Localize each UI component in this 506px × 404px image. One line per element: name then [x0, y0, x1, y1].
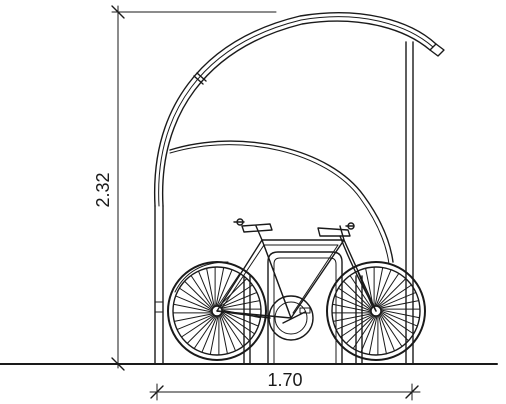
height-dimension-label: 2.32 — [93, 172, 113, 207]
front-spoke — [332, 303, 372, 313]
front-spoke — [378, 284, 413, 308]
front-spoke — [379, 314, 396, 352]
front-spoke — [335, 314, 373, 331]
rear-spoke — [221, 310, 259, 327]
rear-spoke — [190, 274, 214, 309]
front-spoke — [376, 272, 400, 307]
roof-end-cap — [429, 43, 445, 57]
crank-arm — [282, 311, 306, 324]
rear-spoke — [215, 267, 225, 307]
bicycle — [167, 218, 426, 361]
front-spoke — [339, 314, 374, 338]
front-spoke — [368, 315, 378, 355]
front-spoke — [380, 309, 420, 319]
front-spoke — [349, 274, 373, 309]
front-spoke — [380, 312, 409, 342]
height-dimension: 2.32 — [93, 5, 277, 371]
rear-spoke — [197, 270, 214, 308]
width-dimension: 1.70 — [149, 370, 421, 401]
front-spoke — [345, 315, 375, 344]
rear-spoke — [220, 291, 258, 308]
rear-spoke — [219, 314, 228, 355]
left-post-joint — [154, 301, 164, 313]
rear-spoke — [206, 267, 215, 308]
front-spoke — [379, 313, 403, 348]
front-fork — [339, 235, 377, 312]
bike-frame-inner — [221, 244, 339, 314]
front-spoke — [380, 311, 415, 335]
front-tire-outer — [326, 261, 426, 361]
roof-joint-mark — [193, 75, 204, 85]
roof-arc-inner — [161, 20, 431, 207]
front-bell — [347, 222, 355, 230]
rear-spoke — [221, 311, 256, 335]
rear-tire-inner — [172, 266, 262, 356]
saddle — [241, 223, 273, 233]
rear-spoke — [186, 315, 216, 344]
height-tick-bottom — [111, 357, 125, 371]
rear-mudguard — [174, 261, 229, 293]
front-spoke — [332, 313, 373, 322]
front-spoke — [379, 300, 420, 309]
rear-spoke — [220, 300, 261, 309]
front-spoke — [375, 269, 392, 307]
front-spoke — [374, 267, 384, 307]
rear-spoke — [209, 315, 219, 355]
width-dimension-label: 1.70 — [267, 370, 302, 390]
inner-support-arc-2 — [169, 144, 390, 265]
front-spoke — [343, 280, 372, 310]
height-tick-top — [111, 5, 125, 19]
front-spoke — [380, 310, 418, 327]
roof-arc-outer — [153, 12, 437, 207]
front-spoke — [360, 315, 377, 353]
roof-joint-mark-2 — [196, 72, 207, 82]
front-spoke — [379, 291, 417, 308]
rack-hoop-inner — [273, 257, 337, 365]
bell — [236, 218, 244, 226]
head-tube — [339, 225, 345, 241]
handlebar — [317, 227, 351, 237]
rear-spoke — [220, 314, 237, 352]
rear-spoke — [193, 315, 217, 350]
rear-spoke — [180, 314, 215, 338]
front-spokes — [331, 266, 421, 356]
rear-spoke — [217, 272, 241, 307]
rear-spoke — [201, 315, 218, 353]
front-wheel — [326, 261, 426, 361]
front-spoke — [334, 295, 372, 312]
chainring-inner — [274, 301, 308, 335]
width-tick-left — [150, 385, 164, 399]
rear-spoke — [220, 313, 244, 348]
rear-spoke — [173, 303, 213, 313]
front-tire-inner — [331, 266, 421, 356]
rear-spoke — [175, 295, 213, 312]
rear-spoke — [176, 314, 214, 331]
front-spoke — [377, 278, 407, 307]
rear-spoke — [184, 280, 213, 310]
rear-spoke — [178, 287, 213, 311]
rear-spoke — [221, 312, 250, 342]
shelter-frame — [153, 12, 445, 365]
pedal — [299, 307, 311, 314]
width-tick-right — [405, 385, 419, 399]
rear-tire-outer — [167, 261, 267, 361]
seatpost — [255, 225, 263, 241]
rear-spoke — [173, 313, 214, 322]
front-spoke — [378, 314, 387, 355]
front-spoke — [352, 315, 376, 350]
inner-support-arc — [169, 140, 394, 263]
roof-arc-mid — [158, 16, 434, 207]
front-spoke — [337, 287, 372, 311]
rear-spoke — [216, 269, 233, 307]
chainstay — [216, 310, 271, 319]
